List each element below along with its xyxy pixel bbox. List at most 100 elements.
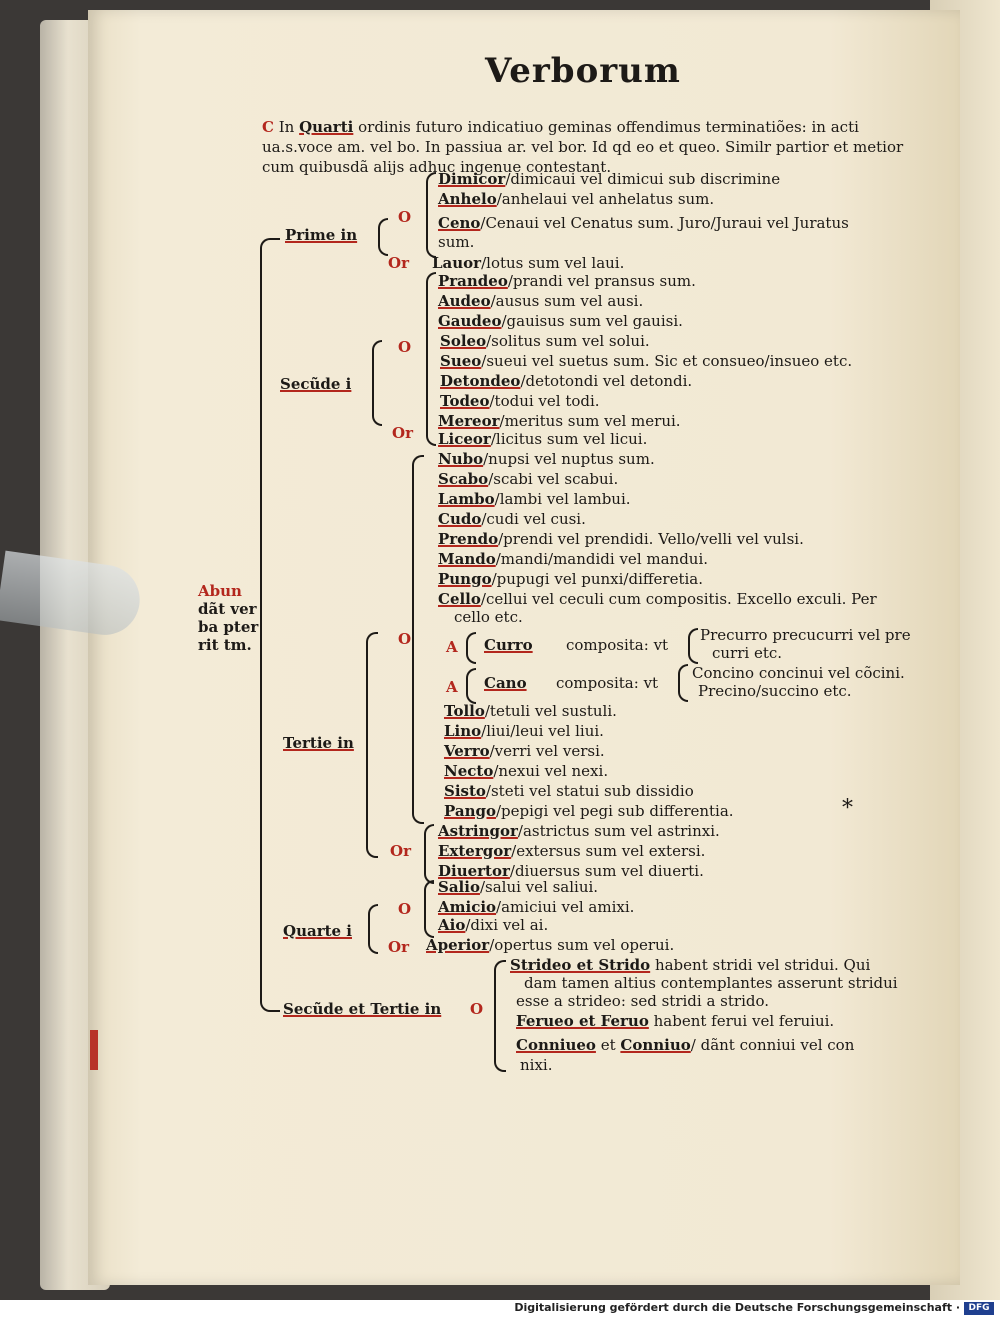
dfg-logo: DFG	[964, 1302, 994, 1315]
tertie-or-entry: Astringor/astrictus sum vel astrinxi.	[438, 822, 720, 840]
tertie-or-brace	[424, 824, 434, 884]
sec-tert-entry: Ferueo et Feruo habent ferui vel feruiui…	[516, 1012, 835, 1030]
tertie-o-entry: Pango/pepigi vel pegi sub differentia.	[444, 802, 734, 820]
tertie-inner-brace	[412, 455, 424, 824]
curro-a-marker: A	[446, 638, 458, 656]
intro-line-1: C In Quarti ordinis futuro indicatiuo ge…	[262, 118, 859, 136]
tertie-or-entry: Extergor/extersus sum vel extersi.	[438, 842, 706, 860]
quarte-or-entry: Aperior/opertus sum vel operui.	[426, 936, 675, 954]
sec-tert-o-marker: O	[470, 1000, 484, 1018]
sec-tert-entry-cont: dam tamen altius contemplantes asserunt …	[524, 974, 898, 992]
curro-brace	[466, 632, 476, 664]
intro-key: Quarti	[299, 118, 354, 136]
main-brace	[260, 238, 280, 1012]
tertie-entry: Lambo/lambi vel lambui.	[438, 490, 631, 508]
quarte-o-entry: Aio/dixi vel ai.	[438, 916, 549, 934]
root-label-line: dãt ver	[198, 600, 257, 618]
tertie-o-entry: Verro/verri vel versi.	[444, 742, 605, 760]
curro-example: Precurro precucurri vel pre	[700, 626, 911, 644]
page-edge-mark	[90, 1030, 98, 1070]
root-label-line: ba pter	[198, 618, 259, 636]
secunde-entry: Audeo/ausus sum vel ausi.	[438, 292, 644, 310]
tertie-o-entry: Tollo/tetuli vel sustuli.	[444, 702, 617, 720]
intro-rest: ordinis futuro indicatiuo geminas offend…	[358, 118, 859, 136]
prime-o-entry: Ceno/Cenaui vel Cenatus sum. Juro/Juraui…	[438, 214, 849, 232]
tertie-brace	[366, 632, 378, 858]
quarte-o-entry: Salio/salui vel saliui.	[438, 878, 599, 896]
cano-composita-brace	[678, 664, 688, 702]
tertie-entry: Pungo/pupugi vel punxi/differetia.	[438, 570, 704, 588]
footer-credit: Digitalisierung gefördert durch die Deut…	[514, 1301, 960, 1314]
secunde-brace	[372, 340, 382, 426]
intro-line-2: ua.s.voce am. vel bo. In passiua ar. vel…	[262, 138, 904, 156]
footer-bar	[0, 1300, 1000, 1318]
curro-example-cont: curri etc.	[712, 644, 783, 662]
root-label-line: Abun	[198, 582, 242, 600]
page-header: Verborum	[485, 51, 681, 91]
tertie-entry: Nubo/nupsi vel nuptus sum.	[438, 450, 655, 468]
tertie-entry: Mando/mandi/mandidi vel mandui.	[438, 550, 709, 568]
cano-a-marker: A	[446, 678, 458, 696]
prime-or-marker: Or	[388, 254, 409, 272]
tertie-entry: Scabo/scabi vel scabui.	[438, 470, 619, 488]
prime-o-brace	[426, 172, 436, 258]
tertie-o-entry: Lino/liui/leui vel liui.	[444, 722, 604, 740]
group-secunde: Secũde i	[280, 375, 352, 393]
secunde-or-entry: Liceor/licitus sum vel licui.	[438, 430, 648, 448]
cano-brace	[466, 668, 476, 704]
secunde-o-entry: Sueo/sueui vel suetus sum. Sic et consue…	[440, 352, 853, 370]
prime-o-entry: Anhelo/anhelaui vel anhelatus sum.	[438, 190, 715, 208]
secunde-or-entry: Mereor/meritus sum vel merui.	[438, 412, 681, 430]
quarte-o-brace	[424, 880, 434, 938]
sec-tert-entry-cont: nixi.	[520, 1056, 553, 1074]
secunde-o-entry: Soleo/solitus sum vel solui.	[440, 332, 650, 350]
secunde-entry: Gaudeo/gauisus sum vel gauisi.	[438, 312, 683, 330]
root-label-line: rit tm.	[198, 636, 252, 654]
group-quarte: Quarte i	[283, 922, 352, 940]
asterisk-mark: *	[842, 796, 853, 821]
tertie-o-entry: Sisto/steti vel statui sub dissidio	[444, 782, 694, 800]
group-prime: Prime in	[285, 226, 358, 244]
prime-or-entry: Lauor/lotus sum vel laui.	[432, 254, 625, 272]
curro-composita: composita: vt	[566, 636, 669, 654]
secunde-inner-brace	[426, 272, 436, 446]
sec-tert-entry: Conniueo et Conniuo/ dãnt conniui vel co…	[516, 1036, 855, 1054]
tertie-entry: Cudo/cudi vel cusi.	[438, 510, 586, 528]
prime-o-entry: Dimicor/dimicaui vel dimicui sub discrim…	[438, 170, 781, 188]
cano-composita: composita: vt	[556, 674, 659, 692]
tertie-continuation: cello etc.	[454, 608, 523, 626]
sec-tert-entry-cont: esse a strideo: sed stridi a strido.	[516, 992, 770, 1010]
group-secunde-tertie: Secũde et Tertie in	[283, 1000, 442, 1018]
tertie-or-marker: Or	[390, 842, 411, 860]
curro-label: Curro	[484, 636, 533, 654]
group-tertie: Tertie in	[283, 734, 354, 752]
intro-line-3: cum quibusdã alijs adhuc ingenue contest…	[262, 158, 612, 176]
prime-continuation: sum.	[438, 233, 475, 251]
tertie-o-entry: Necto/nexui vel nexi.	[444, 762, 609, 780]
secunde-or-marker: Or	[392, 424, 413, 442]
root-label: Abun dãt ver ba pter rit tm.	[198, 582, 258, 654]
cano-example: Concino concinui vel cõcini.	[692, 664, 905, 682]
sec-tert-entry: Strideo et Strido habent stridi vel stri…	[510, 956, 871, 974]
sec-tert-brace	[494, 960, 506, 1072]
quarte-or-marker: Or	[388, 938, 409, 956]
book-page	[88, 10, 960, 1285]
quarte-brace	[368, 904, 378, 954]
tertie-or-entry: Diuertor/diuersus sum vel diuerti.	[438, 862, 704, 880]
tertie-entry: Cello/cellui vel ceculi cum compositis. …	[438, 590, 877, 608]
prime-o-marker: O	[398, 208, 412, 226]
tertie-entry: Prendo/prendi vel prendidi. Vello/velli …	[438, 530, 804, 548]
prime-brace	[378, 218, 388, 256]
curro-composita-brace	[688, 628, 698, 664]
tertie-o-marker: O	[398, 630, 412, 648]
quarte-o-marker: O	[398, 900, 412, 918]
quarte-o-entry: Amicio/amiciui vel amixi.	[438, 898, 635, 916]
paragraph-mark: C	[262, 118, 274, 136]
cano-label: Cano	[484, 674, 527, 692]
secunde-o-entry: Detondeo/detotondi vel detondi.	[440, 372, 693, 390]
cano-example-cont: Precino/succino etc.	[698, 682, 852, 700]
secunde-o-entry: Todeo/todui vel todi.	[440, 392, 600, 410]
secunde-o-marker: O	[398, 338, 412, 356]
intro-lead: In	[278, 118, 295, 136]
secunde-entry: Prandeo/prandi vel pransus sum.	[438, 272, 696, 290]
